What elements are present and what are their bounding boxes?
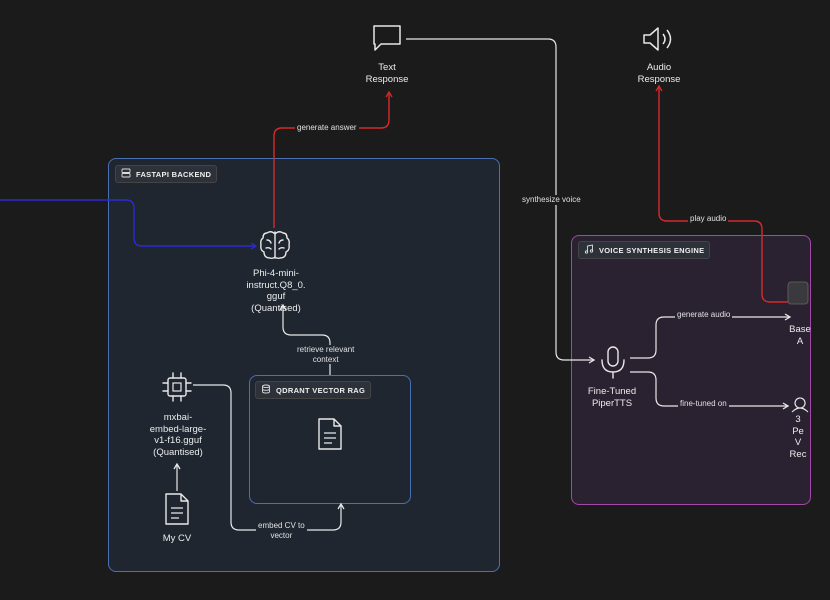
voice-synthesis-label: VOICE SYNTHESIS ENGINE [578,241,711,259]
base-model-label-partial: Base A [789,324,811,347]
my-cv-label: My CV [162,533,192,544]
piper-label: Fine-Tuned PiperTTS [587,386,637,409]
text-response-label: Text Response [365,62,409,85]
database-icon [261,384,271,396]
edge-embed-cv [193,384,345,531]
synthesize-voice-label: synthesize voice [520,195,583,205]
retrieve-context-label: retrieve relevant context [295,345,357,364]
voice-synthesis-group: VOICE SYNTHESIS ENGINE [571,235,811,505]
qdrant-label: QDRANT VECTOR RAG [255,381,372,399]
edge-retrieve-context [279,303,331,375]
generate-answer-label: generate answer [295,123,359,133]
brain-icon [258,228,292,262]
edge-generate-answer [273,90,393,228]
edge-play-audio [655,84,790,303]
fine-tuned-on-label: fine-tuned on [678,399,729,409]
music-icon [584,244,594,256]
play-audio-label: play audio [688,214,729,224]
embed-cv-label: embed CV to vector [256,521,307,540]
fastapi-backend-label: FASTAPI BACKEND [115,165,218,183]
qdrant-vector-rag-group: QDRANT VECTOR RAG [249,375,411,504]
base-model-node-partial [787,281,809,305]
qdrant-document-icon [315,416,345,452]
speaker-icon [641,24,677,54]
microphone-icon [596,344,630,380]
person-icon-partial [791,397,809,413]
message-square-icon [371,22,403,54]
cv-document-icon [162,491,192,527]
recordings-label-partial: 3 Pe V Rec [789,414,807,460]
edge-incoming-query [0,199,258,250]
mxbai-model-label: mxbai- embed-large- v1-f16.gguf (Quantis… [149,412,207,458]
cpu-icon [160,370,194,404]
audio-response-label: Audio Response [637,62,681,85]
edges-layer [0,38,809,531]
phi-model-label: Phi-4-mini- instruct.Q8_0. gguf (Quantis… [246,268,306,314]
diagram-canvas: FASTAPI BACKEND VOICE SYNTHESIS ENGINE Q… [0,22,811,572]
server-icon [121,168,131,180]
generate-audio-label: generate audio [675,310,733,320]
edge-fine-tuned-on [630,371,790,410]
edge-generate-audio [630,313,792,359]
